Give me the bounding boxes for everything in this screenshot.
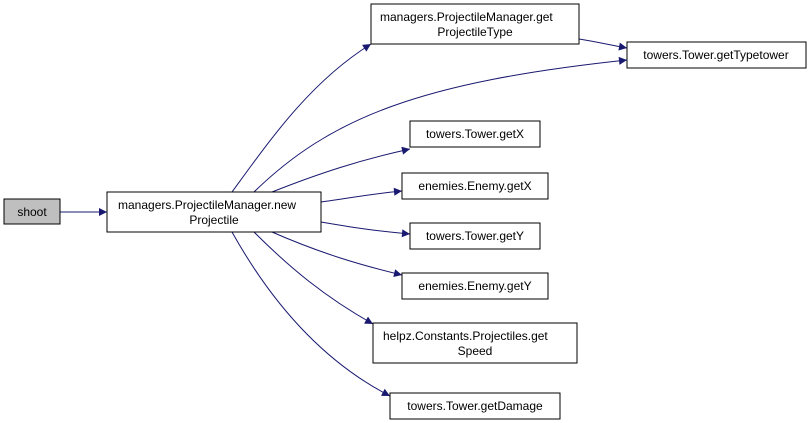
edge-get-projectile-type-to-get-typetower — [578, 38, 628, 51]
node-shoot-label: shoot — [17, 205, 47, 219]
node-get-typetower-label: towers.Tower.getTypetower — [643, 48, 788, 62]
node-get-projectile-type[interactable]: managers.ProjectileManager.get Projectil… — [370, 3, 580, 45]
edge-new-projectile-to-enemy-getx — [320, 187, 403, 203]
node-enemy-gety[interactable]: enemies.Enemy.getY — [401, 272, 549, 300]
edge-new-projectile-to-get-typetower — [253, 56, 628, 193]
node-shoot-box — [3, 198, 61, 225]
edges — [60, 38, 628, 397]
node-tower-getx-box — [409, 120, 541, 148]
node-shoot[interactable]: shoot — [3, 198, 61, 225]
node-tower-gety-label: towers.Tower.getY — [426, 229, 524, 243]
edge-new-projectile-to-get-speed — [253, 231, 374, 325]
edge-new-projectile-to-tower-gety — [320, 221, 411, 238]
node-enemy-gety-label: enemies.Enemy.getY — [418, 279, 531, 293]
node-tower-gety[interactable]: towers.Tower.getY — [409, 222, 541, 250]
node-get-speed-label-line-2: Speed — [458, 344, 493, 358]
edge-new-projectile-to-tower-getx — [271, 146, 411, 193]
node-enemy-getx-label: enemies.Enemy.getX — [418, 179, 531, 193]
node-new-projectile[interactable]: managers.ProjectileManager.new Projectil… — [106, 191, 322, 233]
node-enemy-getx[interactable]: enemies.Enemy.getX — [401, 172, 549, 200]
node-new-projectile-box — [106, 191, 322, 233]
edge-new-projectile-to-get-projectile-type — [231, 43, 372, 193]
node-tower-gety-box — [409, 222, 541, 250]
node-get-projectile-type-box — [370, 3, 580, 45]
node-get-typetower[interactable]: towers.Tower.getTypetower — [626, 41, 807, 69]
node-get-damage-label: towers.Tower.getDamage — [407, 399, 543, 413]
node-get-projectile-type-label-line-2: ProjectileType — [437, 25, 513, 39]
node-enemy-gety-box — [401, 272, 549, 300]
node-enemy-getx-box — [401, 172, 549, 200]
node-get-typetower-box — [626, 41, 807, 69]
node-get-speed-box — [372, 322, 578, 364]
node-tower-getx[interactable]: towers.Tower.getX — [409, 120, 541, 148]
node-get-speed-label-line-1: helpz.Constants.Projectiles.get — [383, 329, 548, 343]
node-get-speed[interactable]: helpz.Constants.Projectiles.get Speed — [372, 322, 578, 364]
node-get-damage-box — [389, 392, 561, 420]
node-get-projectile-type-label-line-1: managers.ProjectileManager.get — [380, 10, 553, 24]
edge-new-projectile-to-get-damage — [231, 231, 391, 397]
node-get-damage[interactable]: towers.Tower.getDamage — [389, 392, 561, 420]
edge-new-projectile-to-enemy-gety — [271, 231, 403, 278]
node-tower-getx-label: towers.Tower.getX — [426, 127, 524, 141]
node-new-projectile-label-line-1: managers.ProjectileManager.new — [118, 198, 296, 212]
node-new-projectile-label-line-2: Projectile — [189, 213, 239, 227]
